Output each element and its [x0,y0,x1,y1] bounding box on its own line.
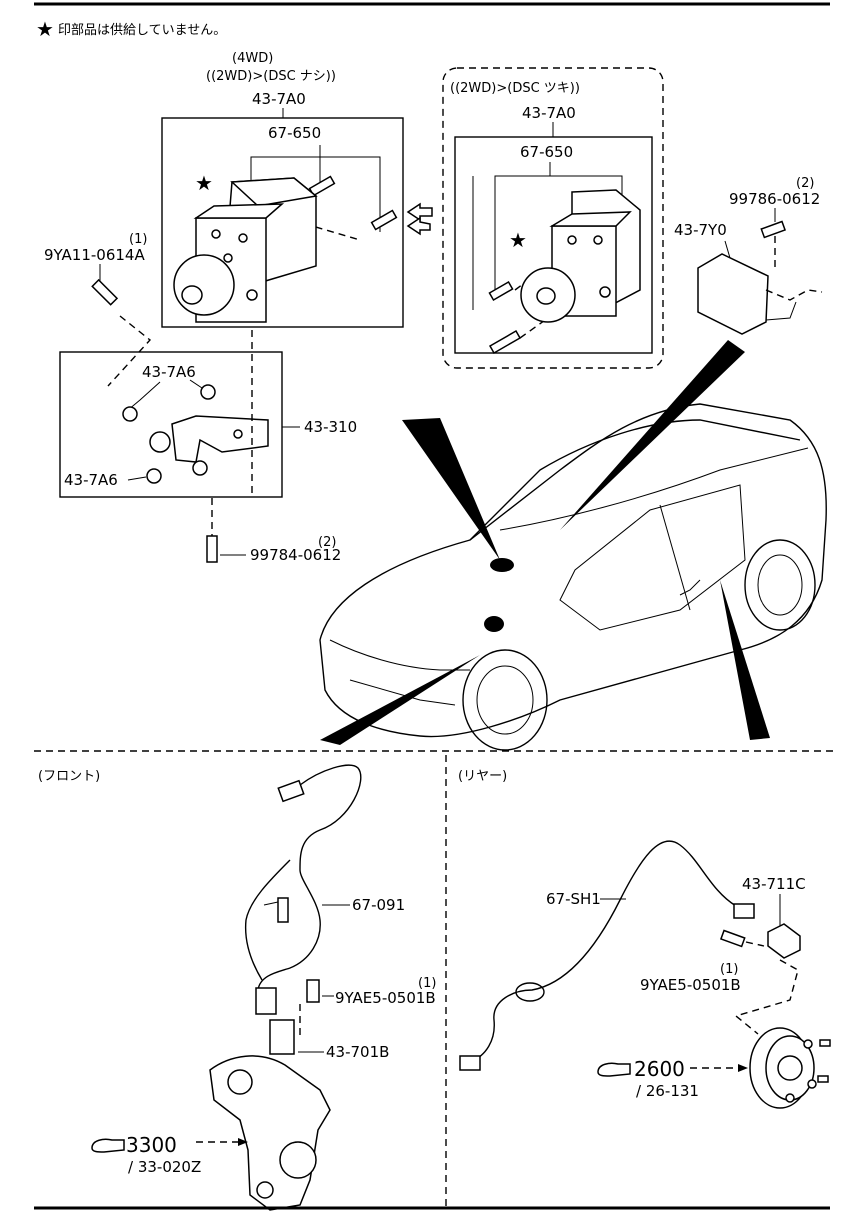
rear-connector-left [459,1055,481,1071]
front-section: (フロント) 67-091 (1) 9YAE5-0501B 43-701B 33… [38,764,436,1211]
abs-unit-4wd-group: (4WD) ((2WD)>(DSC ナシ)) 43-7A0 67-650 ★ [161,51,404,328]
bracket-body [171,415,269,463]
star-icon: ★ [36,17,54,41]
grommet-top-part: 43-7A6 [142,363,196,381]
front-bolt-part: 9YAE5-0501B [335,989,436,1007]
front-ref-sub: / 33-020Z [128,1158,201,1176]
rear-harness-part: 67-SH1 [546,890,601,908]
abs-unit-2wd-dsc-group: ((2WD)>(DSC ツキ)) 43-7A0 67-650 ★ [442,67,664,369]
pointing-hand-icon [597,1062,631,1077]
rear-wheel-hub [749,1027,831,1109]
bracket-bolt-qty: (2) [318,535,336,550]
abs-unit-dsc-part-label: 43-7A0 [522,104,576,122]
dsc-variant-dashed-box [442,67,664,369]
variant-2wd-dsc-label: ((2WD)>(DSC ツキ)) [450,81,580,96]
pointer-wedge [402,418,500,560]
yaw-sensor-group: (2) 99786-0612 43-7Y0 [674,176,823,335]
rear-ref-num: 2600 [634,1057,685,1081]
grommet-bottom-part: 43-7A6 [64,471,118,489]
bracket-bolt-part: 99784-0612 [250,546,341,564]
yaw-bolt-qty: (2) [796,176,814,191]
abs-unit-part-label: 43-7A0 [252,90,306,108]
star-icon: ★ [509,228,527,252]
yaw-sensor-body [697,253,769,335]
front-sensor-bracket [269,1019,295,1055]
abs-dsc-hydraulic-unit [520,189,641,323]
front-ref-num: 3300 [126,1133,177,1157]
front-connector [255,987,277,1015]
rear-bolt-part: 9YAE5-0501B [640,976,741,994]
grommet-icon [200,384,216,400]
rear-bolt-qty: (1) [720,962,738,977]
rear-ref-sub: / 26-131 [636,1082,699,1100]
rear-wheel-sensor [767,923,801,959]
front-title: (フロント) [38,769,100,784]
star-icon: ★ [195,171,213,195]
yaw-sensor-part: 43-7Y0 [674,221,727,239]
front-sensor-wire [257,764,362,991]
variant-2wd-nodsc-label: ((2WD)>(DSC ナシ)) [206,69,336,84]
vehicle-illustration [319,340,827,751]
rear-harness-wire [469,840,737,1063]
stud-dsc-part-label: 67-650 [520,143,573,161]
abs-hydraulic-unit [173,177,318,323]
bolt-left-group: (1) 9YA11-0614A [44,232,152,387]
bolt-left-qty: (1) [129,232,147,247]
bolt-left-part: 9YA11-0614A [44,246,145,264]
abs-unit-box [161,117,404,328]
rear-connector-right [733,903,755,919]
rear-section: (リヤー) 67-SH1 43-711C (1) 9YAE5-0501B 260… [458,769,831,1109]
bracket-part: 43-310 [304,418,357,436]
bracket-bolt [206,535,218,563]
front-bolt-qty: (1) [418,976,436,991]
note-text: 印部品は供給していません。 [58,23,226,38]
bracket-group: 43-7A6 43-310 43-7A6 (2) 99784-0612 [59,330,357,564]
stud-part-label: 67-650 [268,124,321,142]
rear-title: (リヤー) [458,769,507,784]
note: ★ 印部品は供給していません。 [36,17,226,41]
rear-bolt [719,929,746,948]
bracket-box [59,351,283,498]
front-bolt [306,979,320,1003]
yaw-bolt-part: 99786-0612 [729,190,820,208]
rear-sensor-part: 43-711C [742,875,806,893]
double-arrow-icon [406,202,433,236]
front-bracket-part: 43-701B [326,1043,389,1061]
front-sensor-part: 67-091 [352,896,405,914]
abs-unit-dsc-box [454,136,653,354]
variant-4wd-label: (4WD) [232,51,273,66]
pointing-hand-icon [91,1138,125,1153]
